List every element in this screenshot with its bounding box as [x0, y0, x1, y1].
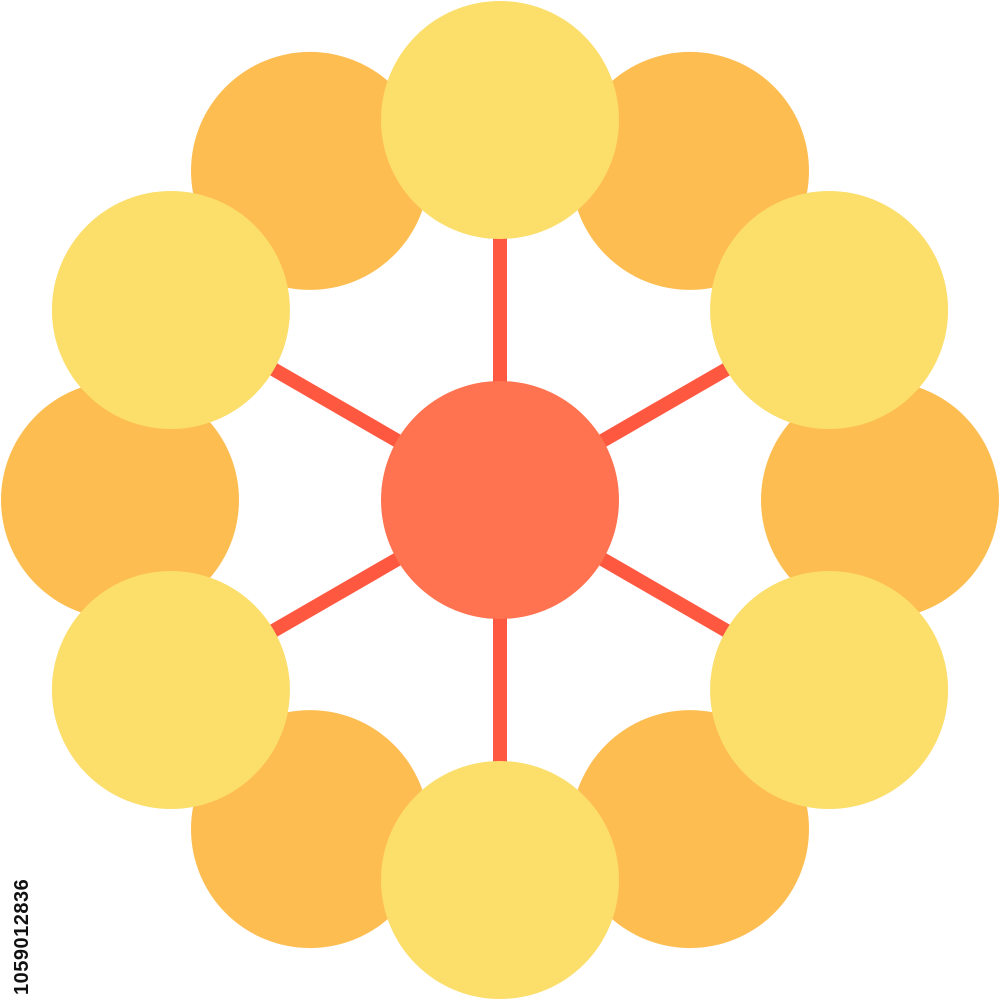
spoke-line [264, 548, 409, 641]
petal-circle-yellow [381, 761, 619, 999]
petal-circle-yellow [381, 1, 619, 239]
petal-circle-orange [1, 381, 239, 619]
petal-circle-yellow [710, 571, 949, 809]
petal-circle-yellow [51, 191, 290, 429]
petal-circle-yellow [710, 191, 949, 429]
petal-circle-yellow [51, 571, 290, 809]
spoke-line [591, 548, 736, 641]
hub-circle [381, 381, 619, 619]
stock-id-watermark: 1059012836 [11, 878, 33, 995]
spoke-line [591, 359, 736, 452]
spoke-line [264, 359, 409, 452]
spokes-group [264, 232, 736, 768]
petal-circle-orange [761, 381, 999, 619]
